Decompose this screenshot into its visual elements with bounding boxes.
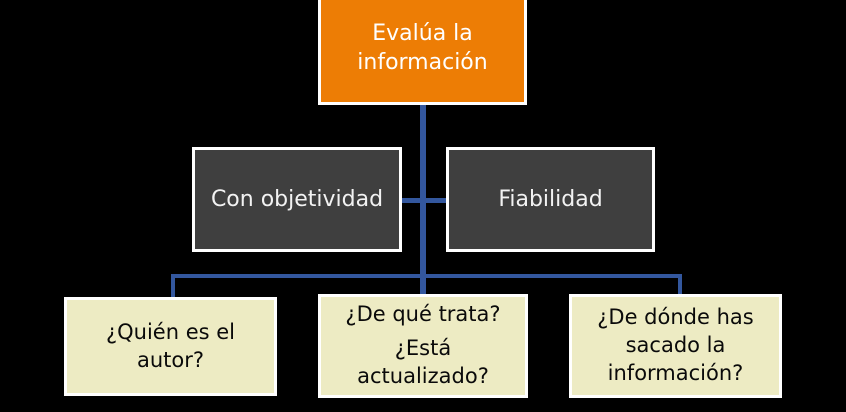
node-branch-2-label: Fiabilidad [498, 186, 603, 212]
node-leaf-2-label-line1: ¿De qué trata? [345, 302, 501, 327]
connector-leaf-2-drop [420, 274, 426, 296]
node-root-evalua-la-informacion[interactable]: Evalúa la información [318, 0, 527, 105]
connector-root-vertical [420, 105, 426, 277]
node-root-label: Evalúa la información [357, 21, 488, 75]
node-leaf-quien-es-el-autor[interactable]: ¿Quién es el autor? [64, 297, 277, 396]
node-leaf-de-que-trata-esta-actualizado[interactable]: ¿De qué trata? ¿Está actualizado? [318, 294, 528, 398]
connector-leaf-3-drop [678, 274, 682, 297]
connector-leaf-1-drop [171, 274, 175, 297]
node-leaf-3-label: ¿De dónde has sacado la información? [597, 305, 754, 385]
node-leaf-de-donde-has-sacado-la-informacion[interactable]: ¿De dónde has sacado la información? [569, 294, 782, 398]
node-branch-con-objetividad[interactable]: Con objetividad [192, 147, 402, 252]
node-branch-1-label: Con objetividad [210, 186, 384, 212]
node-branch-fiabilidad[interactable]: Fiabilidad [446, 147, 655, 252]
connector-leaf-bar [171, 274, 682, 278]
node-leaf-1-label: ¿Quién es el autor? [105, 319, 235, 372]
connector-branch-horizontal [400, 198, 448, 203]
node-leaf-2-label-line2: ¿Está actualizado? [357, 336, 489, 388]
